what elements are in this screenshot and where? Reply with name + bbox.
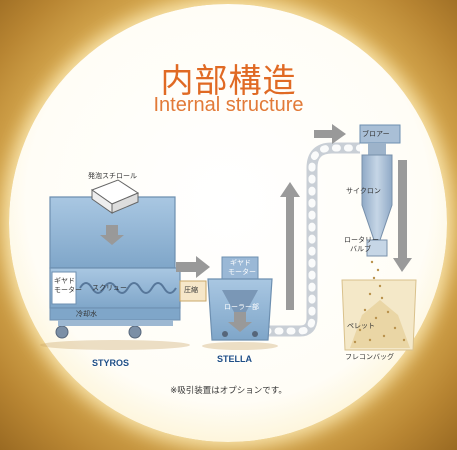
label-compression: 圧縮 bbox=[184, 286, 198, 294]
label-rotary-valve-2: バルブ bbox=[350, 245, 371, 253]
title-japanese: 内部構造 bbox=[160, 61, 297, 100]
label-gear-motor-left-1: ギヤド bbox=[54, 277, 75, 285]
rotary-valve-unit bbox=[366, 239, 388, 257]
machine-name-styros: STYROS bbox=[92, 358, 130, 368]
pellets bbox=[353, 260, 406, 344]
label-pellet: ペレット bbox=[347, 322, 375, 330]
machine-name-stella: STELLA bbox=[217, 354, 252, 364]
option-note: ※吸引装置はオプションです。 bbox=[170, 386, 287, 396]
wheel bbox=[128, 325, 142, 339]
label-roller-section: ローラー部 bbox=[224, 303, 259, 311]
foam-block-icon bbox=[90, 179, 140, 214]
label-foam-styrol: 発泡スチロール bbox=[88, 172, 137, 180]
label-cooling-water: 冷却水 bbox=[76, 310, 97, 318]
gear-motor-left bbox=[51, 271, 77, 305]
wheel bbox=[55, 325, 69, 339]
upflow-arrow-icon bbox=[286, 195, 294, 310]
label-cyclone: サイクロン bbox=[346, 187, 381, 195]
feed-arrow-icon bbox=[100, 225, 124, 245]
label-gear-motor-right-1: ギヤド bbox=[230, 259, 251, 267]
cyclone-body bbox=[361, 154, 393, 241]
blower-arrow-icon bbox=[314, 124, 346, 144]
label-flecon-bag: フレコンバッグ bbox=[345, 353, 394, 361]
label-blower: ブロアー bbox=[362, 130, 390, 138]
label-rotary-valve-1: ロータリー bbox=[344, 236, 379, 244]
transfer-arrow-icon bbox=[176, 256, 210, 278]
cooling-water-tank bbox=[49, 307, 181, 321]
label-gear-motor-right-2: モーター bbox=[228, 268, 256, 276]
title-english: Internal structure bbox=[153, 94, 304, 116]
label-gear-motor-left-2: モーター bbox=[54, 286, 82, 294]
downflow-arrow-icon bbox=[398, 160, 407, 260]
screw-icon bbox=[79, 282, 177, 294]
label-screw: スクリュー bbox=[92, 284, 127, 292]
compression-head bbox=[179, 280, 207, 302]
discharge-arrow-icon bbox=[228, 312, 252, 332]
